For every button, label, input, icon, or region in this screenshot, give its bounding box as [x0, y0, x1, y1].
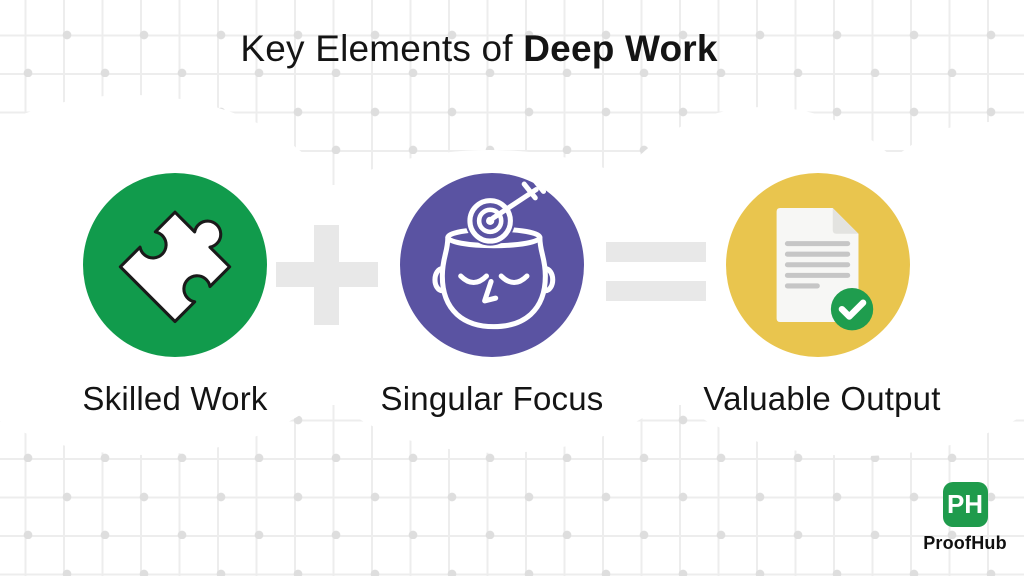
plus-operator	[276, 225, 378, 325]
proofhub-logo-icon: PH	[942, 482, 988, 527]
proofhub-wordmark: ProofHub	[923, 533, 1007, 553]
valuable-output-label: Valuable Output	[703, 380, 941, 417]
skilled-work-label: Skilled Work	[82, 380, 268, 417]
page-title-prefix: Key Elements of	[240, 28, 524, 69]
plus-horizontal-bar	[276, 262, 378, 287]
focused-mind-icon	[432, 175, 556, 330]
approved-document-icon	[776, 207, 874, 331]
equals-operator	[606, 242, 706, 301]
singular-focus-label: Singular Focus	[380, 380, 604, 417]
proofhub-branding: PH ProofHub	[919, 482, 1011, 554]
puzzle-piece-icon	[118, 210, 232, 324]
page-title-emphasis: Deep Work	[523, 28, 718, 69]
valuable-output-circle	[726, 173, 910, 357]
page-title: Key Elements of Deep Work	[0, 28, 1024, 70]
equals-top-bar	[606, 242, 706, 262]
skilled-work-circle	[83, 173, 267, 357]
singular-focus-circle	[400, 173, 584, 357]
equals-bottom-bar	[606, 281, 706, 301]
